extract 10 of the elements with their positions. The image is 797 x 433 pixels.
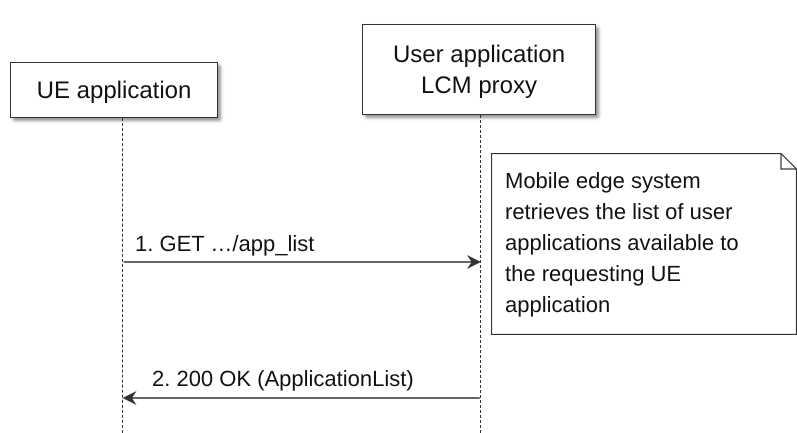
lifeline — [480, 115, 481, 433]
participant-label: User application LCM proxy — [392, 40, 566, 100]
participant-box — [362, 24, 596, 115]
lifeline — [122, 118, 123, 433]
note-box — [491, 153, 797, 335]
participant-box — [10, 62, 218, 118]
message-arrow — [124, 255, 481, 269]
note-text: Mobile edge system retrieves the list of user applications available to the requesting UE application — [505, 167, 740, 319]
participant-label: UE application — [36, 76, 192, 106]
message-arrow — [122, 391, 480, 405]
